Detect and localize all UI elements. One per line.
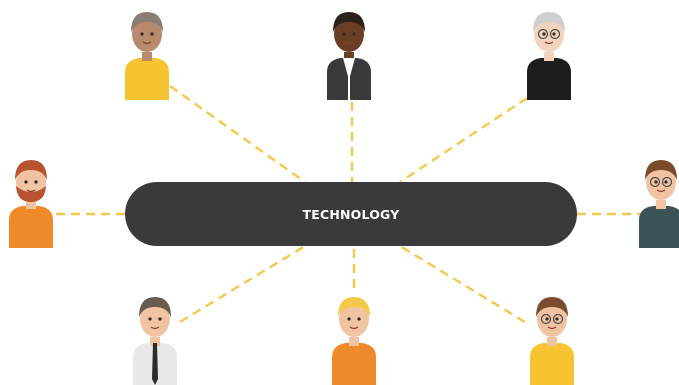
person-middle-left-avatar: [9, 160, 53, 248]
person-middle-right-avatar: [639, 160, 679, 248]
torso: [527, 58, 571, 100]
neck: [344, 52, 354, 61]
tie: [152, 343, 158, 385]
left-eye: [542, 32, 546, 36]
mouth: [26, 189, 36, 193]
mouth: [547, 326, 557, 330]
right-eye: [552, 32, 556, 36]
person-bottom-center-avatar: [332, 297, 376, 385]
left-eye: [24, 180, 28, 184]
hair: [333, 12, 365, 32]
person-bottom-left-avatar: [133, 297, 177, 385]
right-eye: [158, 317, 162, 321]
neck: [547, 337, 557, 346]
hair: [139, 297, 171, 317]
right-eye: [357, 317, 361, 321]
neck: [544, 52, 554, 61]
shirt-front: [348, 70, 350, 100]
avatar-group: [9, 12, 679, 385]
person-top-center-avatar: [327, 12, 371, 100]
beard: [16, 186, 46, 202]
right-eye: [150, 32, 154, 36]
left-eye: [140, 32, 144, 36]
person-bottom-left-connector: [179, 244, 306, 324]
mouth: [349, 326, 359, 330]
glasses-right-lens: [661, 176, 673, 188]
glasses-left-lens: [540, 313, 552, 325]
glasses-right-lens: [549, 28, 561, 40]
left-eye: [342, 32, 346, 36]
person-top-left-connector: [169, 85, 306, 183]
glasses-left-lens: [537, 28, 549, 40]
torso: [530, 343, 574, 385]
hair: [645, 160, 677, 180]
torso: [332, 343, 376, 385]
mouth: [656, 189, 666, 193]
right-eye: [664, 180, 668, 184]
face: [334, 16, 364, 52]
hair: [15, 160, 47, 180]
face: [646, 164, 676, 200]
glasses-right-lens: [552, 313, 564, 325]
neck: [26, 200, 36, 209]
hair: [338, 297, 370, 317]
mouth: [544, 41, 554, 45]
face: [140, 301, 170, 337]
person-bottom-right-connector: [399, 244, 526, 324]
person-bottom-right-avatar: [530, 297, 574, 385]
glasses-left-lens: [649, 176, 661, 188]
neck: [656, 200, 666, 209]
left-eye: [347, 317, 351, 321]
technology-hub: [125, 182, 577, 246]
right-eye: [34, 180, 38, 184]
hair: [536, 297, 568, 317]
person-top-left-avatar: [125, 12, 169, 100]
person-top-right-connector: [399, 96, 528, 184]
mouth: [150, 326, 160, 330]
torso: [125, 58, 169, 100]
face: [339, 301, 369, 337]
hair: [131, 12, 163, 32]
face: [132, 16, 162, 52]
right-eye: [555, 317, 559, 321]
right-eye: [352, 32, 356, 36]
person-top-right-avatar: [527, 12, 571, 100]
torso: [639, 206, 679, 248]
hair: [533, 12, 565, 32]
left-eye: [654, 180, 658, 184]
left-eye: [545, 317, 549, 321]
neck: [349, 337, 359, 346]
neck: [150, 337, 160, 346]
torso: [9, 206, 53, 248]
left-eye: [148, 317, 152, 321]
neck: [142, 52, 152, 61]
mouth: [142, 41, 152, 45]
connector-lines: [56, 85, 642, 324]
mouth: [344, 41, 354, 45]
face: [534, 16, 564, 52]
face: [537, 301, 567, 337]
shirt-collar: [343, 58, 355, 80]
